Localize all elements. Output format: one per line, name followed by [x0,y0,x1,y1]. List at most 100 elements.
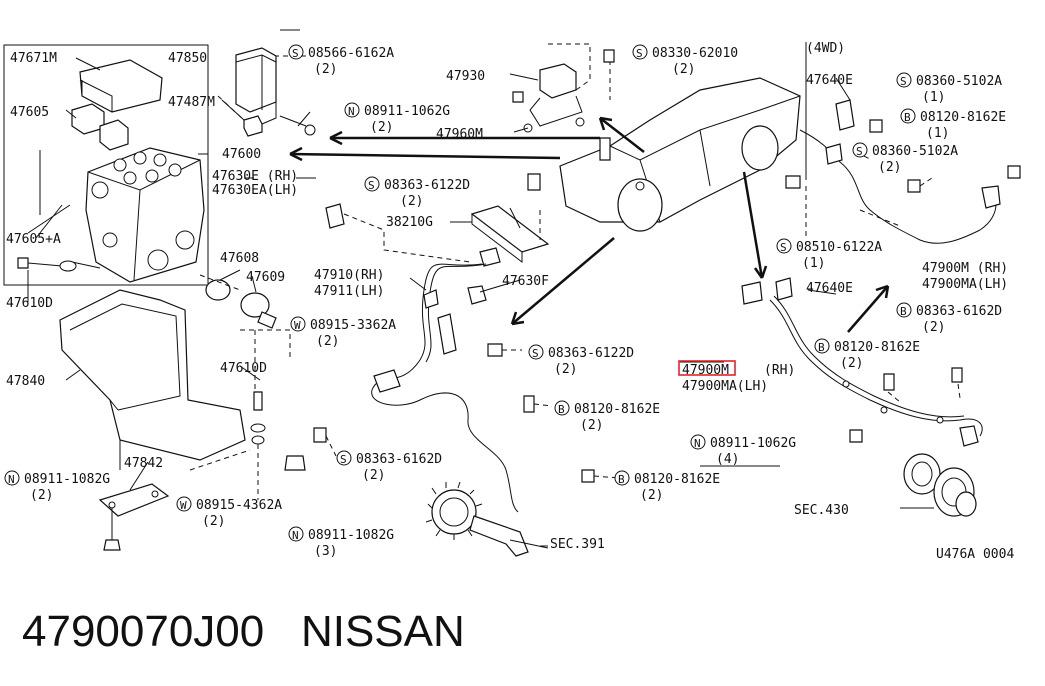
svg-text:08330-62010: 08330-62010 [652,46,738,61]
fastener-callout: S 08330-62010 (2) [632,44,738,77]
abs-actuator-body [85,147,205,283]
svg-text:(2): (2) [202,514,225,529]
bushing-47608 [205,279,231,301]
g-sensor [539,63,577,99]
svg-text:B: B [900,305,907,318]
svg-text:(1): (1) [802,256,825,271]
fastener-callout: S 08360-5102A (2) [852,142,958,175]
svg-text:W: W [180,499,187,512]
svg-text:08363-6122D: 08363-6122D [384,178,470,193]
svg-text:N: N [348,105,355,118]
svg-text:(2): (2) [640,488,663,503]
relay-part [71,103,105,135]
front-sensor-cable [371,263,519,513]
actuator-bracket [59,289,246,461]
arrow-to-4wd [847,285,889,333]
svg-text:(1): (1) [922,90,945,105]
part-caption: 4790070J00 NISSAN [22,602,465,662]
label-4wd: (4WD) [806,41,845,56]
svg-text:08120-8162E: 08120-8162E [920,110,1006,125]
fastener-callout: B 08120-8162E (2) [814,338,920,371]
label-47630f: 47630F [502,274,549,289]
svg-text:S: S [780,241,787,254]
rear-wheel-sensor-cable [769,299,983,437]
label-47911: 47911(LH) [314,284,384,299]
sensor-rotor [425,481,483,540]
svg-text:S: S [900,75,907,88]
label-47640e-a: 47640E [806,73,853,88]
svg-text:08120-8162E: 08120-8162E [634,472,720,487]
label-47842: 47842 [124,456,163,471]
label-47900ma-lh-b: 47900MA(LH) [682,379,768,394]
svg-text:08911-1082G: 08911-1082G [24,472,110,487]
svg-text:(1): (1) [926,126,949,141]
svg-text:08363-6122D: 08363-6122D [548,346,634,361]
label-47850: 47850 [168,51,207,66]
label-47900m-rh-b: (RH) [764,363,795,378]
label-47671m: 47671M [10,51,57,66]
svg-text:08510-6122A: 08510-6122A [796,240,882,255]
label-sec391: SEC.391 [550,537,605,552]
svg-text:(3): (3) [314,544,337,559]
label-47610d-a: 47610D [6,296,53,311]
svg-text:S: S [532,347,539,360]
svg-text:N: N [292,529,299,542]
actuator-group-frame [3,44,209,286]
svg-text:08363-6162D: 08363-6162D [916,304,1002,319]
fastener-callout: B 08120-8162E (2) [554,400,660,433]
label-47900m-rh: 47900M (RH) [922,261,1008,276]
brand-name: NISSAN [300,607,465,656]
label-47630ea: 47630EA(LH) [212,183,298,198]
svg-text:S: S [292,47,299,60]
svg-text:(2): (2) [878,160,901,175]
label-47610d-b: 47610D [220,361,267,376]
control-module [235,47,277,113]
label-47840: 47840 [6,374,45,389]
part-number: 4790070J00 [22,607,265,656]
svg-text:(4): (4) [716,452,739,467]
svg-text:(2): (2) [400,194,423,209]
plate-bracket [98,483,170,517]
svg-text:(2): (2) [580,418,603,433]
label-47630e: 47630E (RH) [212,169,298,184]
bushing-47609 [240,292,270,318]
rear-hub [903,453,977,517]
svg-text:(2): (2) [314,62,337,77]
svg-text:(2): (2) [672,62,695,77]
svg-text:08360-5102A: 08360-5102A [872,144,958,159]
label-47600: 47600 [222,147,261,162]
label-47960m: 47960M [436,127,483,142]
drawing-code: U476A 0004 [936,547,1014,562]
fastener-callout: W 08915-3362A (2) [290,316,396,349]
fastener-callout: S 08363-6122D (2) [364,176,470,209]
rear-sensor-bracket [835,99,855,131]
label-47640e-b: 47640E [806,281,853,296]
svg-text:S: S [340,453,347,466]
svg-text:S: S [636,47,643,60]
svg-text:08120-8162E: 08120-8162E [834,340,920,355]
sensor-bracket [470,205,550,253]
svg-text:(2): (2) [922,320,945,335]
svg-text:B: B [618,473,625,486]
label-47609: 47609 [246,270,285,285]
fastener-callout: S 08363-6162D (2) [336,450,442,483]
label-38210g: 38210G [386,215,433,230]
svg-text:B: B [558,403,565,416]
svg-text:(2): (2) [840,356,863,371]
label-47900ma-lh: 47900MA(LH) [922,277,1008,292]
svg-text:B: B [904,111,911,124]
svg-text:08360-5102A: 08360-5102A [916,74,1002,89]
svg-text:08911-1062G: 08911-1062G [710,436,796,451]
svg-text:08915-3362A: 08915-3362A [310,318,396,333]
svg-text:08915-4362A: 08915-4362A [196,498,282,513]
svg-text:N: N [694,437,701,450]
vehicle-outline [559,77,801,223]
svg-text:(2): (2) [554,362,577,377]
svg-text:08566-6162A: 08566-6162A [308,46,394,61]
label-47487m: 47487M [168,95,215,110]
fastener-callout: B 08120-8162E (1) [900,108,1006,141]
fastener-callout: N 08911-1062G (2) [344,102,450,135]
svg-text:B: B [818,341,825,354]
svg-text:(2): (2) [30,488,53,503]
label-47930: 47930 [446,69,485,84]
